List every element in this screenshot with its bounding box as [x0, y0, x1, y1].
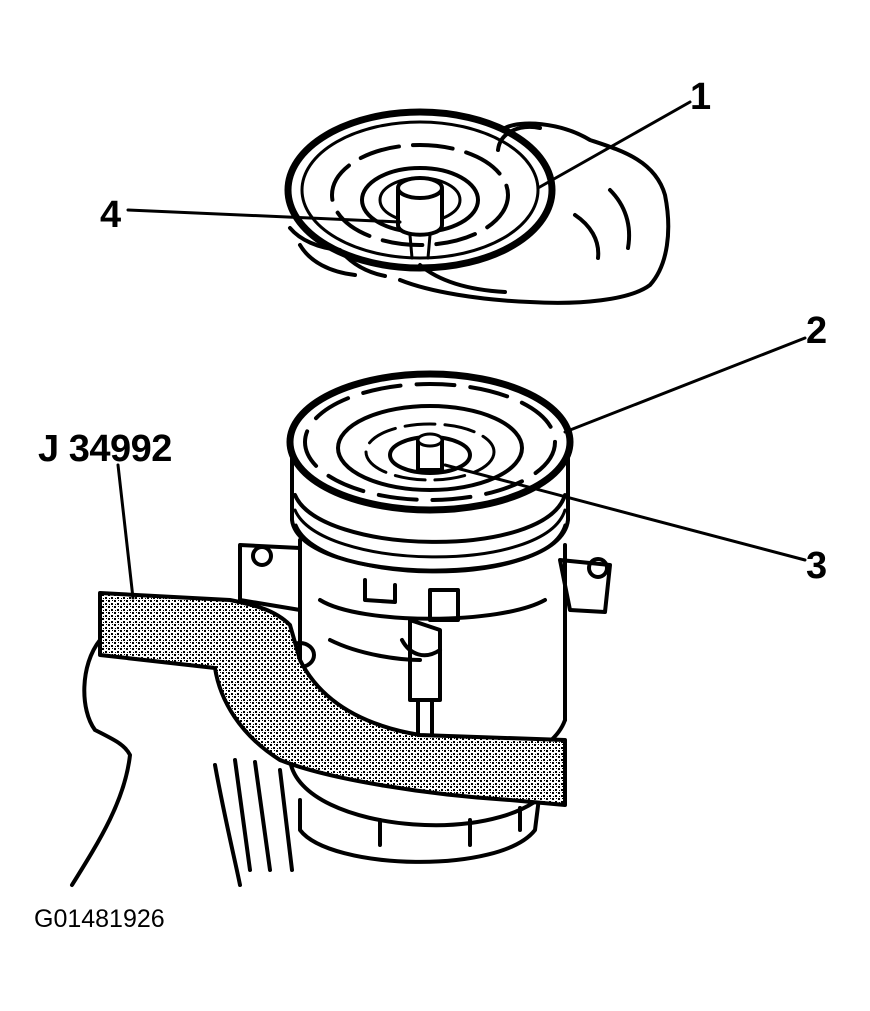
callout-3: 3 [806, 545, 828, 587]
tool-label: J 34992 [38, 428, 172, 470]
leader-lines [116, 100, 807, 600]
pulley [286, 370, 574, 574]
hand-lower [70, 638, 242, 887]
callout-1: 1 [690, 76, 712, 118]
leader-line-2 [563, 336, 807, 434]
leader-line-tool [116, 463, 135, 600]
callout-2: 2 [806, 310, 828, 352]
leader-line-4 [126, 208, 402, 224]
tool-strap [98, 591, 567, 807]
clutch-plate [284, 108, 556, 272]
leader-line-1 [536, 100, 692, 190]
callout-4: 4 [100, 194, 122, 236]
leader-line-3 [443, 463, 807, 562]
figure-id: G01481926 [34, 905, 165, 933]
hand-upper [288, 121, 671, 305]
